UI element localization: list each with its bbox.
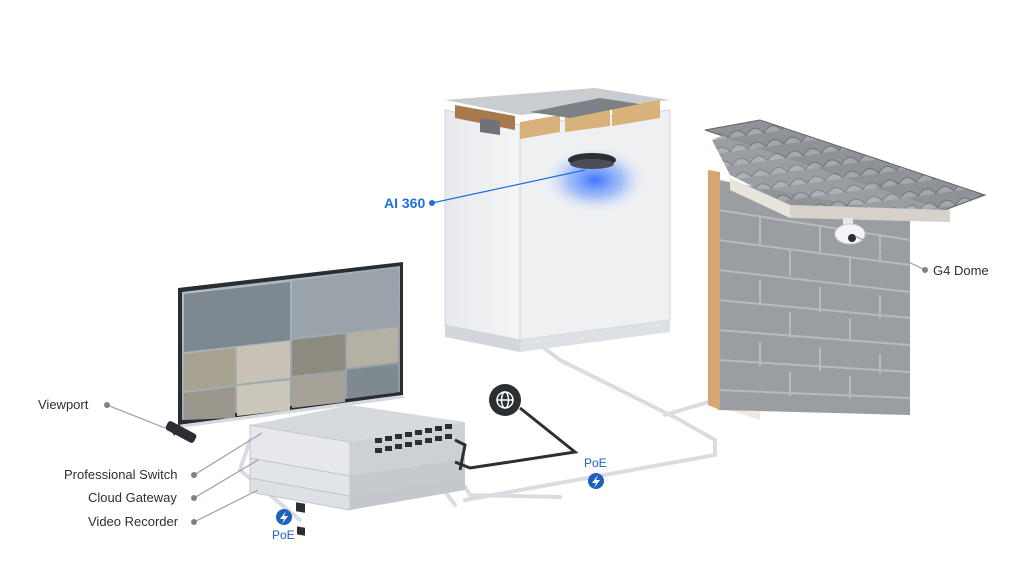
poe-lightning-icon-left: [276, 509, 292, 525]
rack-stack: [249, 405, 465, 536]
internet-cable: [454, 406, 579, 470]
ai360-camera-icon: [568, 153, 616, 169]
ai360-glow: [540, 145, 650, 215]
viewport-monitor: [178, 262, 405, 428]
globe-icon: [489, 384, 521, 416]
roof: [704, 119, 987, 222]
viewport-device-icon: [165, 421, 197, 443]
professional-switch-label: Professional Switch: [64, 467, 178, 482]
leader-lines: [106, 169, 926, 523]
video-recorder-label: Video Recorder: [88, 514, 179, 529]
poe-label-left: PoE: [272, 528, 295, 542]
viewport-label: Viewport: [38, 397, 89, 412]
g4-dome-label: G4 Dome: [933, 263, 989, 278]
cloud-gateway-label: Cloud Gateway: [88, 490, 177, 505]
leader-dots: [104, 200, 928, 525]
poe-lightning-icon-right: [588, 473, 604, 489]
ceiling-box: [444, 88, 671, 352]
poe-label-right: PoE: [584, 456, 607, 470]
g4-dome-camera-icon: [834, 218, 866, 245]
ai360-label: AI 360: [384, 195, 426, 211]
